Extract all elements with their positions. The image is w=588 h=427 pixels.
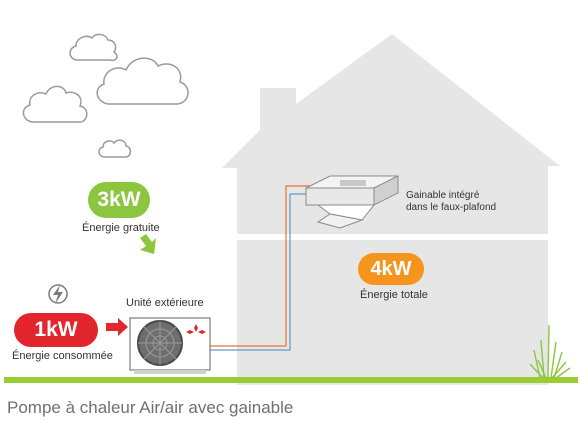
cloud-icon xyxy=(98,139,132,158)
ground-strip xyxy=(4,377,578,383)
indoor-ducted-unit xyxy=(305,175,399,229)
house-shape xyxy=(222,34,560,385)
indoor-unit-label-line1: Gainable intégré xyxy=(406,190,480,201)
outdoor-unit xyxy=(129,317,211,374)
free-energy-badge: 3kW xyxy=(88,182,150,218)
cloud-icon xyxy=(22,85,88,123)
cloud-icon xyxy=(96,57,189,105)
refrigerant-pipe-hot xyxy=(210,185,312,347)
fan-grille-icon xyxy=(137,320,183,366)
refrigerant-pipe-cold xyxy=(210,193,312,351)
outdoor-unit-label: Unité extérieure xyxy=(126,297,204,309)
arrow-right-icon xyxy=(106,318,128,336)
total-energy-badge: 4kW xyxy=(358,253,424,285)
lightning-icon xyxy=(48,284,68,304)
cloud-icon xyxy=(69,33,118,62)
diagram-caption: Pompe à chaleur Air/air avec gainable xyxy=(7,398,294,417)
free-energy-label: Énergie gratuite xyxy=(82,222,160,234)
total-energy-label: Énergie totale xyxy=(360,289,428,301)
indoor-unit-label-line2: dans le faux-plafond xyxy=(406,202,497,213)
grass-icon xyxy=(529,324,571,379)
consumed-energy-badge: 1kW xyxy=(14,313,98,347)
mitsubishi-logo-icon xyxy=(186,324,206,334)
consumed-energy-label: Énergie consommée xyxy=(12,350,113,362)
arrow-down-icon xyxy=(140,234,156,254)
